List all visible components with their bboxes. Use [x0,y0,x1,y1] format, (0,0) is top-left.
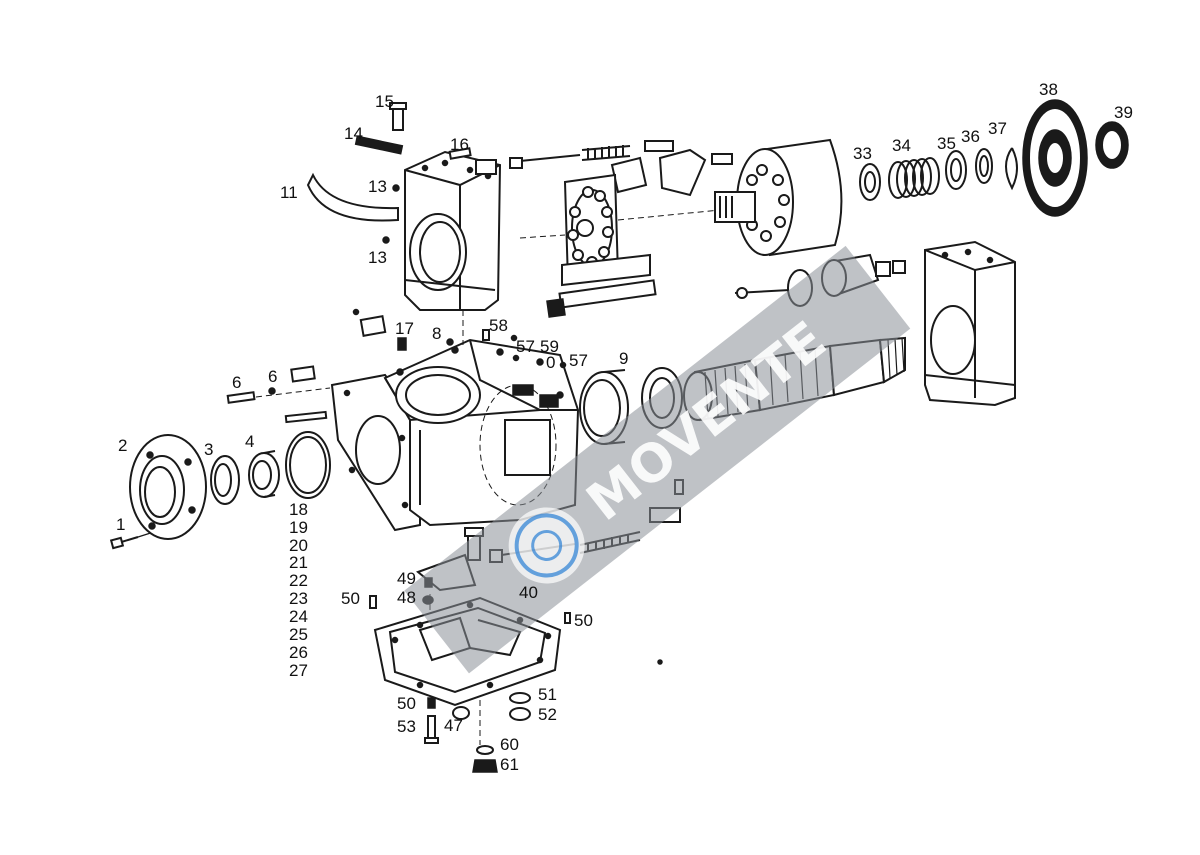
callout-53: 53 [397,717,416,736]
part-6-pins [226,365,331,424]
callout-13-bottom: 13 [368,248,387,267]
callout-40: 40 [519,583,538,602]
part-39-bearing [1095,121,1129,169]
callout-18: 18 [289,500,308,519]
callout-34: 34 [892,136,911,155]
callout-14: 14 [344,124,363,143]
part-4-bearing [248,450,280,498]
callout-6-left: 6 [232,373,242,392]
parts-13-16 [354,102,472,244]
callout-57-right: 57 [569,351,588,370]
callout-61: 61 [500,755,519,774]
callout-50-bottom: 50 [397,694,416,713]
part-11-band [306,172,399,222]
control-rod-assembly [475,140,733,197]
part-38-flange [1022,99,1088,217]
callout-37: 37 [988,119,1007,138]
callout-4: 4 [245,432,255,451]
bottom-fasteners [369,577,571,773]
callout-8: 8 [432,324,442,343]
callout-35: 35 [937,134,956,153]
callout-19: 19 [289,518,308,537]
parts-33-37 [859,147,1018,201]
housing-outline-right [924,240,1016,407]
cylinder-block [714,138,843,257]
callout-13-top: 13 [368,177,387,196]
callout-51: 51 [538,685,557,704]
callout-57-top: 57 [516,337,535,356]
callout-38: 38 [1039,80,1058,99]
callout-6-right: 6 [268,367,278,386]
main-housing [383,338,580,527]
callout-50-right: 50 [574,611,593,630]
callout-21: 21 [289,553,308,572]
upper-housing [404,150,502,345]
callout-59: 59 [540,337,559,356]
callout-0: 0 [546,353,556,372]
callout-22: 22 [289,571,308,590]
part-3-ring [210,455,240,505]
callout-15: 15 [375,92,394,111]
callout-39: 39 [1114,103,1133,122]
callout-50-left: 50 [341,589,360,608]
callout-60: 60 [500,735,519,754]
callout-26: 26 [289,643,308,662]
callout-36: 36 [961,127,980,146]
callout-3: 3 [204,440,214,459]
part-2-flange-cover [129,434,207,540]
callout-9: 9 [619,349,629,368]
valve-plate [519,173,721,287]
callout-58: 58 [489,316,508,335]
callout-47: 47 [444,716,463,735]
callout-2: 2 [118,436,128,455]
callout-33: 33 [853,144,872,163]
callout-24: 24 [289,607,308,626]
adapter-plate [330,373,421,532]
callout-27: 27 [289,661,308,680]
part-1-screw [109,529,161,550]
callout-52: 52 [538,705,557,724]
callout-20: 20 [289,536,308,555]
callout-49: 49 [397,569,416,588]
callout-25: 25 [289,625,308,644]
gasket-ring [285,431,331,499]
callout-48: 48 [397,588,416,607]
callout-23: 23 [289,589,308,608]
misc-small-parts [352,308,663,665]
callout-17: 17 [395,319,414,338]
callout-11: 11 [280,183,298,202]
callout-16: 16 [450,135,469,154]
callout-1: 1 [116,515,126,534]
